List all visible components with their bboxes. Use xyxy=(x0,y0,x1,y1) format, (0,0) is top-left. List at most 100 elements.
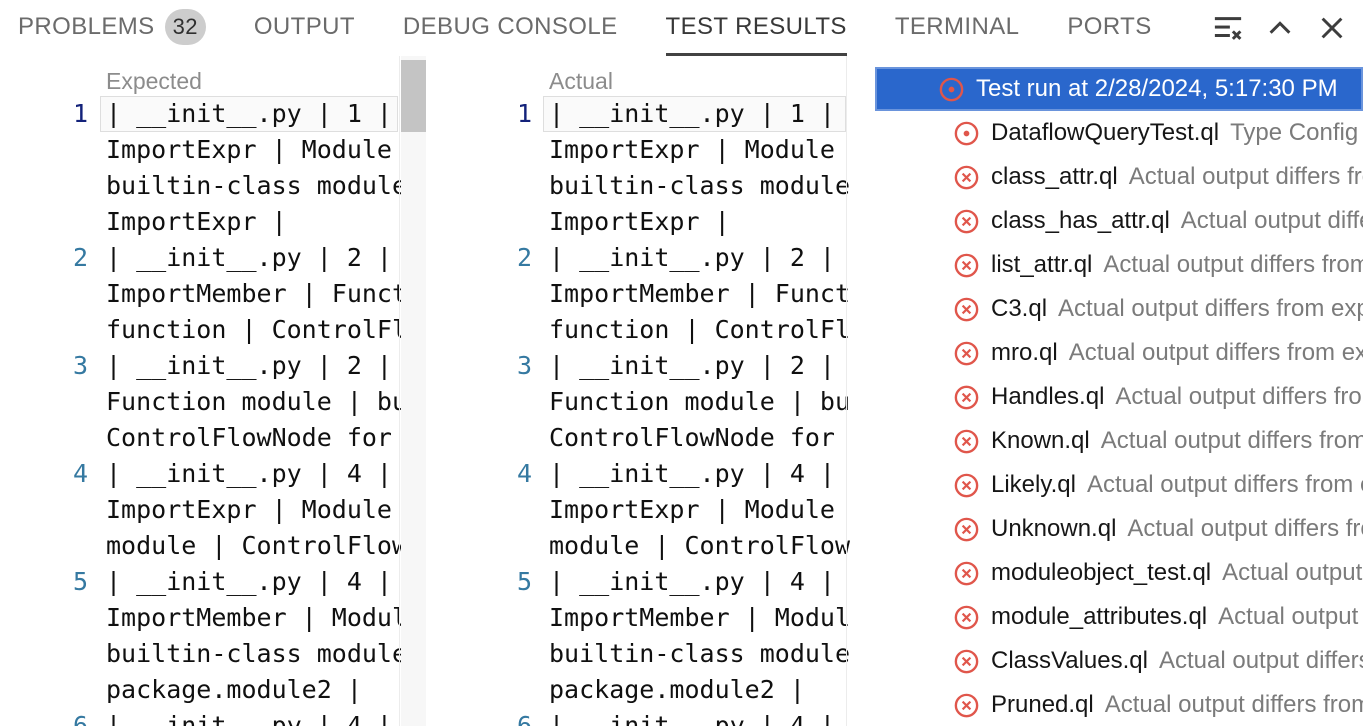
expected-code-row[interactable]: function | ControlFl xyxy=(106,315,408,344)
test-item-message: Actual output differs from expected outp… xyxy=(1222,559,1363,586)
expected-scrollbar-track[interactable] xyxy=(401,56,426,726)
actual-code-row[interactable]: Function module | bu xyxy=(549,387,851,416)
expected-code-row[interactable]: | __init__.py | 4 | xyxy=(106,711,392,726)
maximize-panel-icon[interactable] xyxy=(1265,13,1295,43)
actual-code-row[interactable]: | __init__.py | 2 | xyxy=(549,351,835,380)
actual-code-row[interactable]: function | ControlFl xyxy=(549,315,851,344)
tab-ports[interactable]: PORTS xyxy=(1067,0,1151,56)
expected-code-row[interactable]: Function module | bu xyxy=(106,387,408,416)
actual-code-row[interactable]: ControlFlowNode for xyxy=(549,423,835,452)
expected-editor[interactable]: | __init__.py | 1 | ImportExpr | Module bu… xyxy=(0,56,434,726)
actual-code-row[interactable]: ImportExpr | xyxy=(549,207,730,236)
expected-line-number: 2 xyxy=(72,243,88,272)
error-circle-x xyxy=(953,164,980,191)
actual-code-row[interactable]: ImportMember | Funct xyxy=(549,279,851,308)
expected-code-row[interactable]: | __init__.py | 4 | xyxy=(106,567,392,596)
expected-code-row[interactable]: ImportExpr | xyxy=(106,207,287,236)
test-item-label: Known.ql xyxy=(991,427,1090,454)
test-item-unknown-ql[interactable]: Unknown.ql Actual output differs from exp… xyxy=(875,507,1363,551)
clear-output-icon xyxy=(1214,17,1242,40)
actual-current-line-highlight xyxy=(543,96,846,132)
expected-code-row[interactable]: | __init__.py | 2 | xyxy=(106,351,392,380)
actual-code-row[interactable]: | __init__.py | 4 | xyxy=(549,711,835,726)
tab-output[interactable]: OUTPUT xyxy=(254,0,355,56)
actual-pane-label: Actual xyxy=(549,68,613,94)
tab-problems[interactable]: PROBLEMS 32 xyxy=(18,0,206,56)
expected-code-lines: | __init__.py | 1 | ImportExpr | Module bu… xyxy=(106,96,432,726)
error-circle-x xyxy=(953,296,980,323)
error-circle-x xyxy=(953,384,980,411)
tab-label: TERMINAL xyxy=(894,12,1020,40)
panel-actions xyxy=(1213,0,1347,56)
test-item-label: Unknown.ql xyxy=(991,515,1117,542)
test-run-row[interactable]: Test run at 2/28/2024, 5:17:30 PM xyxy=(875,67,1363,111)
tab-label: PROBLEMS xyxy=(18,12,155,40)
actual-code-row[interactable]: ImportMember | Modul xyxy=(549,603,851,632)
close-panel-icon[interactable] xyxy=(1317,13,1347,43)
clear-output-icon[interactable] xyxy=(1213,13,1243,43)
tab-label: PORTS xyxy=(1067,12,1152,40)
actual-code-row[interactable]: | __init__.py | 2 | xyxy=(549,243,835,272)
actual-code-row[interactable]: builtin-class module xyxy=(549,639,851,668)
actual-line-number: 5 xyxy=(516,567,532,596)
expected-pane-label: Expected xyxy=(106,68,202,94)
panel-tab-bar: PROBLEMS 32 OUTPUT DEBUG CONSOLE TEST RESULT… xyxy=(0,0,1363,56)
error-circle-x xyxy=(953,692,980,719)
actual-code-row[interactable]: builtin-class module xyxy=(549,171,851,200)
error-circle-x xyxy=(953,472,980,499)
expected-code-row[interactable]: builtin-class module xyxy=(106,171,408,200)
test-item-message: Actual output differs from expected outp… xyxy=(1128,163,1363,190)
actual-editor[interactable]: | __init__.py | 1 | ImportExpr | Module bu… xyxy=(440,56,875,726)
expected-code-row[interactable]: module | ControlFlow xyxy=(106,531,408,560)
expected-code-row[interactable]: package.module2 | xyxy=(106,675,362,704)
test-item-message: Actual output differs from expected outp… xyxy=(1127,515,1363,542)
test-item-message: Actual output differs from expected outp… xyxy=(1218,603,1363,630)
expected-code-row[interactable]: | __init__.py | 2 | xyxy=(106,243,392,272)
expected-code-row[interactable]: ImportMember | Funct xyxy=(106,279,408,308)
actual-line-number: 3 xyxy=(516,351,532,380)
expected-code-row[interactable]: builtin-class module xyxy=(106,639,408,668)
expected-code-row[interactable]: ControlFlowNode for xyxy=(106,423,392,452)
problems-count-badge: 32 xyxy=(164,8,206,45)
expected-code-row[interactable]: ImportExpr | Module xyxy=(106,135,392,164)
expected-code-row[interactable]: ImportMember | Modul xyxy=(106,603,408,632)
actual-code-row[interactable]: ImportExpr | Module xyxy=(549,135,835,164)
error-circle-x xyxy=(953,428,980,455)
expected-scrollbar-thumb[interactable] xyxy=(401,60,426,132)
expected-code-row[interactable]: | __init__.py | 1 | xyxy=(106,99,392,128)
test-item-label: mro.ql xyxy=(991,339,1058,366)
test-item-message: Actual output differs from expected outp… xyxy=(1086,471,1363,498)
actual-code-row[interactable]: | __init__.py | 4 | xyxy=(549,567,835,596)
actual-code-row[interactable]: module | ControlFlow xyxy=(549,531,851,560)
expected-code-row[interactable]: ImportExpr | Module xyxy=(106,495,392,524)
test-item-message: Actual output differs from expected outp… xyxy=(1180,207,1363,234)
actual-code-row[interactable]: | __init__.py | 4 | xyxy=(549,459,835,488)
error-circle-dot xyxy=(938,76,965,103)
maximize-panel-icon xyxy=(1269,21,1291,34)
expected-line-number: 3 xyxy=(72,351,88,380)
test-item-message: Type Config xyxy=(1230,119,1359,146)
actual-code-row[interactable]: ImportExpr | Module xyxy=(549,495,835,524)
expected-line-number: 6 xyxy=(72,711,88,726)
expected-code-row[interactable]: | __init__.py | 4 | xyxy=(106,459,392,488)
tab-test-results[interactable]: TEST RESULTS xyxy=(665,0,847,56)
actual-code-row[interactable]: | __init__.py | 1 | xyxy=(549,99,835,128)
error-circle-x xyxy=(953,604,980,631)
actual-code-row[interactable]: package.module2 | xyxy=(549,675,805,704)
tab-terminal[interactable]: TERMINAL xyxy=(895,0,1020,56)
tab-debug-console[interactable]: DEBUG CONSOLE xyxy=(403,0,618,56)
test-item-message: Actual output differs from expected outp… xyxy=(1104,691,1363,718)
